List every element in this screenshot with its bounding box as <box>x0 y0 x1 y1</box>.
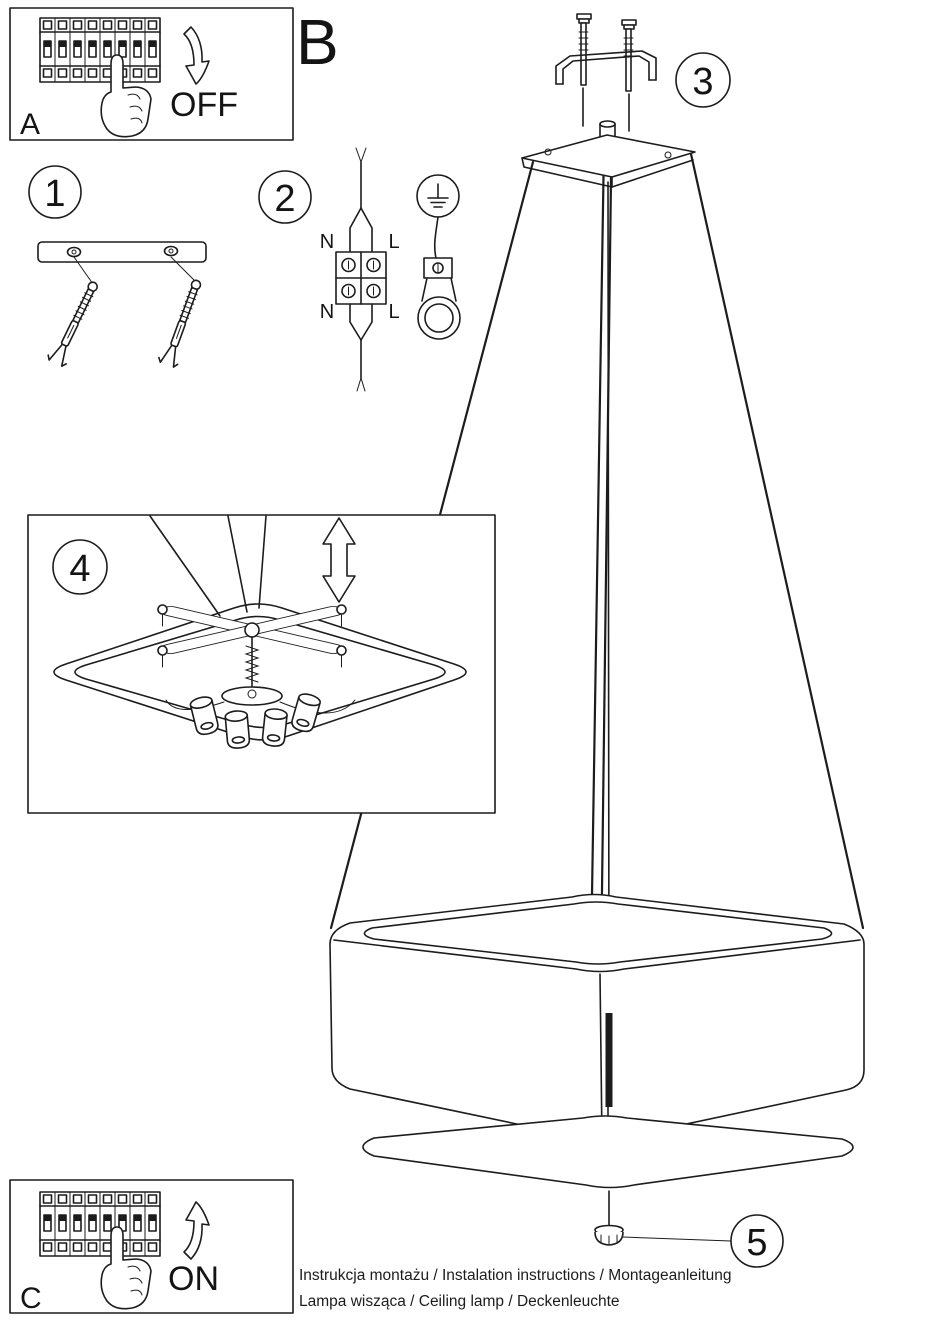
lamp-socket <box>261 707 289 748</box>
step4-badge: 4 <box>69 548 90 590</box>
ceiling-bracket-drawing <box>555 50 657 85</box>
diffuser-drawing <box>362 1115 854 1189</box>
mounting-bar-drawing <box>37 241 207 285</box>
off-label: OFF <box>170 86 238 124</box>
panel-a-label: A <box>20 108 40 141</box>
step4-box: 4 <box>27 514 496 814</box>
on-label: ON <box>168 1260 219 1298</box>
socket-hub-drawing <box>165 686 356 750</box>
mounting-screws-drawing <box>576 13 637 132</box>
breaker-panel-drawing-a <box>40 18 160 82</box>
section-b-label: B <box>296 6 339 78</box>
live-label-bottom: L <box>388 301 399 323</box>
panel-a-box: OFF A <box>9 7 294 141</box>
wall-anchor-left <box>45 277 105 369</box>
step5-group: 5 <box>622 1214 784 1268</box>
footer-line-1: Instrukcja montażu / Instalation instruc… <box>299 1267 732 1284</box>
step1-group: 1 <box>28 165 208 369</box>
footer-line-2: Lampa wisząca / Ceiling lamp / Deckenleu… <box>299 1293 620 1310</box>
canopy-drawing <box>521 120 696 188</box>
off-arrow-icon <box>183 26 210 85</box>
neutral-label-top: N <box>320 231 334 253</box>
step3-badge: 3 <box>692 61 713 103</box>
step1-badge: 1 <box>44 173 65 215</box>
ground-clamp-drawing <box>417 216 461 340</box>
step2-group: 2 N L N L <box>258 147 461 392</box>
center-rod-spring <box>244 636 260 693</box>
frame-cables <box>149 515 267 617</box>
height-arrow-icon <box>322 517 356 603</box>
on-arrow-icon <box>183 1201 210 1260</box>
panel-c-box: ON C <box>9 1179 294 1315</box>
shade-frame-outline <box>53 603 467 741</box>
lamp-shade-drawing <box>329 893 865 1141</box>
step2-badge: 2 <box>274 178 295 220</box>
step5-badge: 5 <box>746 1222 767 1264</box>
finial-knob <box>594 1190 624 1246</box>
panel-c-label: C <box>20 1282 42 1315</box>
footer-text: Instrukcja montażu / Instalation instruc… <box>299 1263 732 1315</box>
neutral-label-bottom: N <box>320 301 334 323</box>
wire-connector-drawing <box>335 147 387 392</box>
cross-bracket-drawing <box>157 604 347 668</box>
live-label-top: L <box>388 231 399 253</box>
ground-symbol-icon <box>416 174 460 218</box>
step3-group: 3 <box>521 13 731 188</box>
wall-anchor-right <box>156 276 208 369</box>
breaker-panel-drawing-c <box>40 1192 160 1256</box>
lamp-socket <box>224 709 251 750</box>
